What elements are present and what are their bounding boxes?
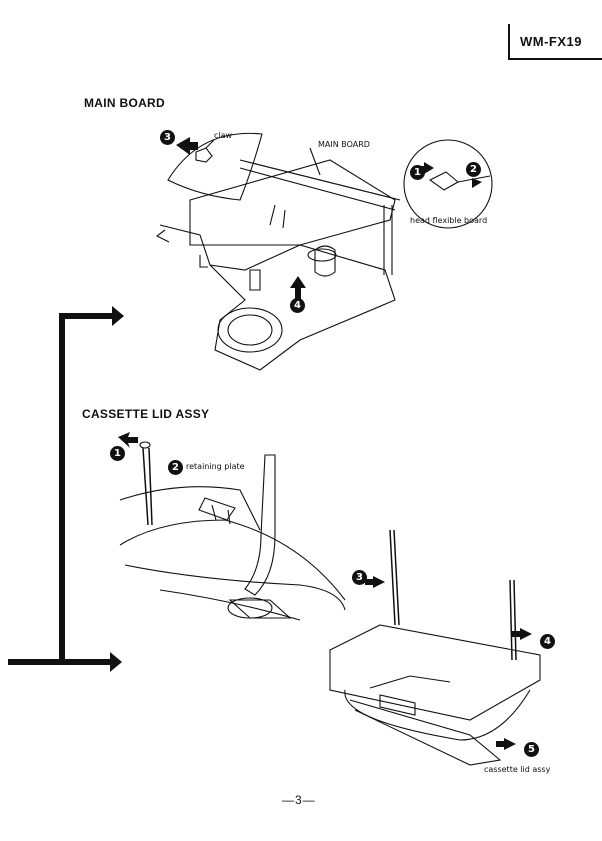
label-cassette-lid-assy: cassette lid assy [484,765,551,774]
step-marker-4-lid: 4 [540,634,555,649]
model-box [508,24,602,60]
page-number: —3— [282,793,316,807]
step-marker-4: 4 [290,298,305,313]
step-marker-1: 1 [410,165,425,180]
flow-arrowhead-top [112,306,124,326]
label-retaining-plate: retaining plate [186,462,245,471]
step-marker-3: 3 [160,130,175,145]
step-marker-1-lid: 1 [110,446,125,461]
label-claw: claw [214,131,233,140]
step-marker-5-lid: 5 [524,742,539,757]
step-marker-2: 2 [466,162,481,177]
section-title-cassette-lid: CASSETTE LID ASSY [82,407,210,421]
label-main-board: MAIN BOARD [318,140,370,149]
label-head-flexible-board: head flexible board [410,216,488,225]
model-number: WM-FX19 [520,34,582,49]
step-marker-2-lid: 2 [168,460,183,475]
flow-arrowhead-bottom [110,652,122,672]
section-title-main-board: MAIN BOARD [84,96,165,110]
step-marker-3-lid: 3 [352,570,367,585]
